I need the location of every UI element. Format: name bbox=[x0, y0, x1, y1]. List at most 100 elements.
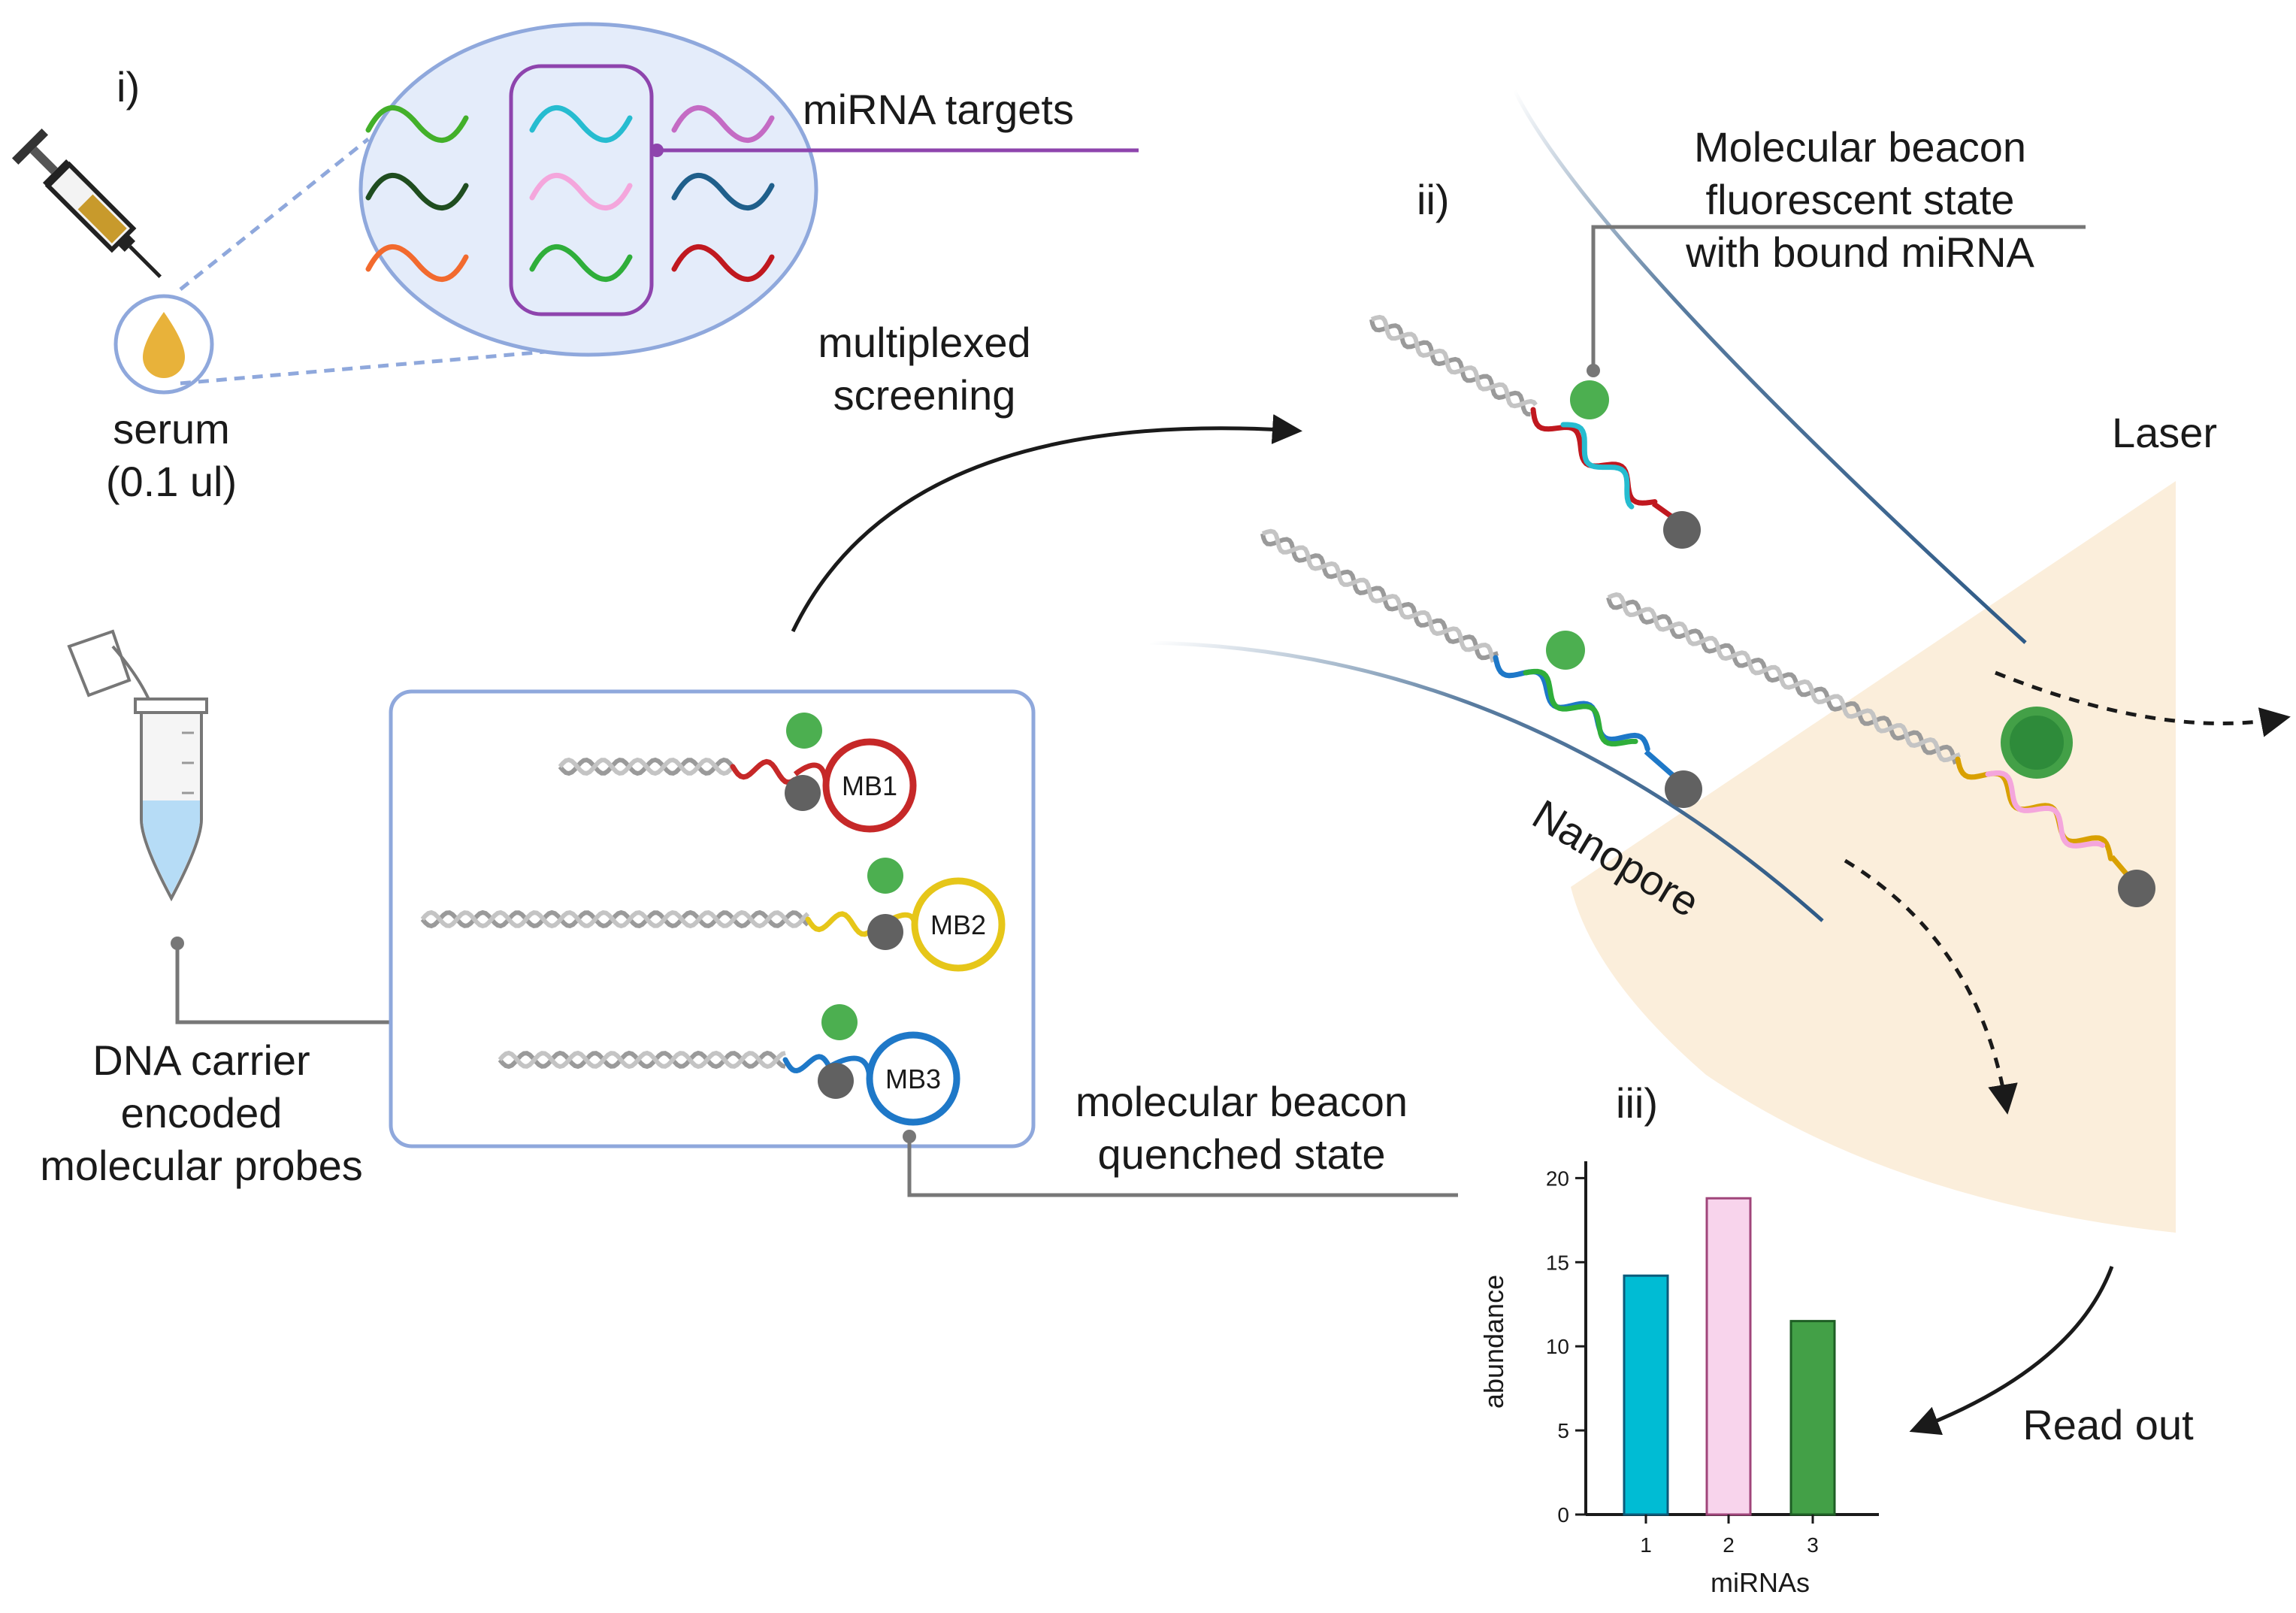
quenched-callout-line bbox=[907, 1136, 1458, 1197]
serum-label: serum bbox=[113, 405, 230, 452]
carrier-label-line1: DNA carrier bbox=[92, 1036, 310, 1084]
dna-helix bbox=[420, 909, 810, 929]
tube-icon bbox=[67, 629, 208, 902]
nanopore-wall-upper bbox=[1512, 89, 2027, 644]
dna-helix bbox=[1260, 533, 1499, 661]
quencher-icon bbox=[2118, 870, 2155, 907]
panel-ii-label: ii) bbox=[1417, 176, 1450, 223]
serum-volume-label: (0.1 ul) bbox=[106, 458, 237, 505]
dna-helix bbox=[558, 757, 735, 776]
probe-strand bbox=[1493, 655, 1650, 752]
dna-helix bbox=[1606, 597, 1958, 765]
probe-strand bbox=[782, 1054, 831, 1074]
beacon-mb3: MB3 bbox=[498, 1004, 960, 1126]
carrier-label-line2: encoded bbox=[121, 1089, 283, 1136]
quenched-label-line1: molecular beacon bbox=[1075, 1078, 1408, 1125]
quencher-icon bbox=[785, 775, 821, 811]
fluorophore-icon bbox=[1546, 631, 1585, 670]
dna-helix bbox=[420, 909, 810, 929]
fluor-callout-line bbox=[1591, 225, 2086, 371]
x-tick-label: 1 bbox=[1640, 1533, 1652, 1557]
nanopore-wall-lower bbox=[1149, 640, 1824, 922]
fluorophore-icon bbox=[821, 1004, 858, 1040]
probe-strand bbox=[1530, 407, 1658, 506]
bar bbox=[1789, 1320, 1836, 1516]
carrier-label-line3: molecular probes bbox=[40, 1142, 363, 1189]
zoom-line-lower bbox=[180, 347, 572, 386]
laser-label: Laser bbox=[2112, 409, 2217, 456]
fluor-label-line2: fluorescent state bbox=[1706, 176, 2015, 223]
multiplexed-screening-arrow[interactable] bbox=[791, 414, 1302, 633]
beacon-loop bbox=[911, 877, 1006, 972]
quencher-icon bbox=[818, 1063, 854, 1099]
translocating-strand-1 bbox=[1369, 314, 1701, 549]
probe-strand bbox=[1985, 770, 2106, 849]
fluor-label-line3: with bound miRNA bbox=[1685, 228, 2034, 276]
x-tick-label: 2 bbox=[1723, 1533, 1735, 1557]
probe-strand bbox=[1560, 422, 1635, 510]
screening-label: screening bbox=[833, 371, 1016, 419]
laser-cone bbox=[1571, 481, 2176, 1233]
read-out-label: Read out bbox=[2022, 1401, 2194, 1448]
multiplexed-label: multiplexed bbox=[818, 319, 1030, 366]
mirna-strand bbox=[529, 244, 633, 283]
chart-y-label: abundance bbox=[1478, 1275, 1509, 1409]
panel-iii-label: iii) bbox=[1616, 1079, 1658, 1127]
mirna-strand bbox=[529, 104, 633, 144]
mirna-targets-label: miRNA targets bbox=[803, 86, 1074, 133]
fluorophore-icon bbox=[1570, 380, 1609, 419]
mirna-strand bbox=[529, 172, 633, 211]
zoom-line-upper bbox=[179, 138, 370, 291]
beacon-label: MB1 bbox=[842, 770, 897, 801]
syringe-icon bbox=[11, 128, 162, 279]
dna-helix bbox=[498, 1050, 786, 1070]
quencher-icon bbox=[867, 914, 903, 950]
strand-end bbox=[1644, 749, 1678, 780]
y-tick-label: 15 bbox=[1546, 1251, 1569, 1274]
mirna-strand bbox=[365, 244, 469, 283]
bar bbox=[1623, 1274, 1669, 1516]
beacon-mb2: MB2 bbox=[420, 858, 1006, 972]
probe-strand bbox=[1523, 668, 1638, 747]
mirna-zoom-ellipse bbox=[358, 22, 818, 357]
dna-helix bbox=[498, 1050, 786, 1070]
mirna-strand bbox=[671, 104, 775, 144]
beacon-label: MB3 bbox=[885, 1064, 941, 1094]
beacon-label: MB2 bbox=[930, 909, 986, 940]
abundance-bar-chart: 0 5 10 15 20 1 2 3 abundance miRNAs bbox=[1478, 1161, 1879, 1598]
dna-helix bbox=[1370, 314, 1538, 409]
quencher-icon bbox=[1665, 770, 1702, 808]
translocating-strand-3 bbox=[1606, 592, 2155, 907]
dna-helix bbox=[1607, 592, 1961, 763]
emission-dashed-arrow bbox=[1995, 670, 2291, 737]
fluorophore-icon bbox=[786, 713, 822, 749]
fluorophore-icon bbox=[867, 858, 903, 894]
mirna-strand bbox=[671, 244, 775, 283]
translocating-strand-2 bbox=[1260, 528, 1702, 808]
fluor-label-line1: Molecular beacon bbox=[1694, 123, 2026, 171]
beacon-loop bbox=[866, 1031, 960, 1126]
y-tick-label: 20 bbox=[1546, 1167, 1569, 1190]
chart-x-label: miRNAs bbox=[1711, 1567, 1810, 1598]
mirna-selection-box bbox=[509, 64, 654, 316]
y-tick-label: 10 bbox=[1546, 1335, 1569, 1358]
quencher-icon bbox=[1663, 511, 1701, 549]
y-tick-label: 5 bbox=[1557, 1419, 1569, 1442]
dna-helix bbox=[1261, 528, 1496, 663]
beacon-loop bbox=[822, 738, 917, 833]
beacon-mb1: MB1 bbox=[558, 713, 917, 833]
mirna-strands bbox=[365, 104, 775, 283]
x-tick-label: 3 bbox=[1807, 1533, 1819, 1557]
mirna-strand bbox=[365, 104, 469, 144]
bar bbox=[1705, 1197, 1752, 1516]
signal-dashed-arrow bbox=[1844, 858, 2018, 1115]
tube-callout-line bbox=[175, 943, 389, 1024]
quenched-label-line2: quenched state bbox=[1098, 1130, 1386, 1178]
y-tick-label: 0 bbox=[1557, 1503, 1569, 1527]
read-out-arrow[interactable] bbox=[1909, 1266, 2114, 1436]
mirna-strand bbox=[365, 172, 469, 211]
mirna-strand bbox=[671, 172, 775, 211]
droplet-icon bbox=[143, 312, 185, 378]
fluorophore-glow-icon bbox=[2001, 707, 2073, 779]
